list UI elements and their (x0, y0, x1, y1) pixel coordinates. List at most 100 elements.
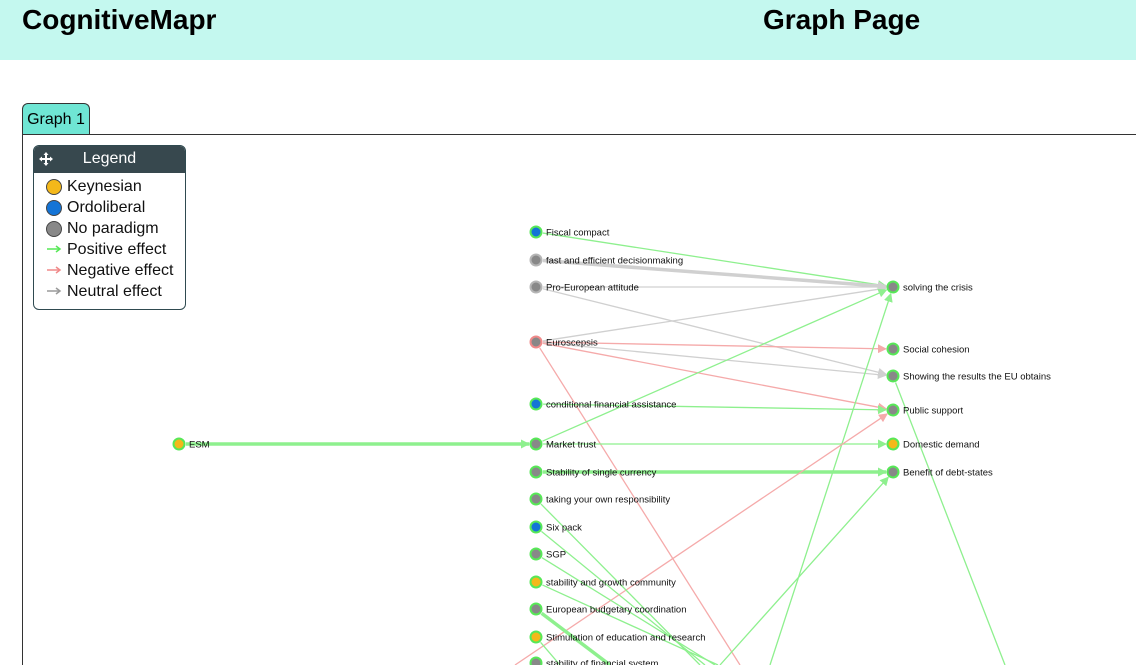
edge-eus-stc (542, 284, 887, 342)
node-label: Market trust (546, 440, 597, 451)
legend-item-keynesian: Keynesian (34, 176, 185, 197)
node-label: Pro-European attitude (546, 283, 639, 294)
legend-label: No paradigm (67, 220, 159, 237)
legend-item-no-paradigm: No paradigm (34, 218, 185, 239)
graph-node-sgc[interactable]: stability and growth community (529, 575, 677, 589)
graph-node-tyor[interactable]: taking your own responsibility (529, 492, 671, 506)
edge-cfa-ps (542, 403, 887, 415)
node-label: stability of financial system (546, 659, 659, 665)
graph-node-fed[interactable]: fast and efficient decisionmaking (529, 253, 684, 267)
edge-offscreen-ps (514, 413, 888, 665)
negative-arrow-icon (47, 266, 62, 274)
node-circle[interactable] (529, 397, 543, 411)
node-circle[interactable] (529, 253, 543, 267)
node-circle[interactable] (529, 225, 543, 239)
graph-node-eus[interactable]: Euroscepsis (529, 335, 598, 349)
edge-eus-sc (542, 341, 887, 354)
edge-eus-sreo (542, 342, 887, 380)
graph-node-sreo[interactable]: Showing the results the EU obtains (886, 369, 1052, 383)
node-label: Euroscepsis (546, 338, 598, 349)
legend-label: Negative effect (67, 262, 174, 279)
node-circle[interactable] (886, 280, 900, 294)
legend-label: Keynesian (67, 178, 142, 195)
node-circle[interactable] (529, 547, 543, 561)
node-label: European budgetary coordination (546, 605, 687, 616)
graph-node-stc[interactable]: solving the crisis (886, 280, 973, 294)
graph-node-bds[interactable]: Benefit of debt-states (886, 465, 994, 479)
edge-ser-offscreen (540, 641, 561, 665)
legend-label: Positive effect (67, 241, 167, 258)
graph-node-ser[interactable]: Stimulation of education and research (529, 630, 706, 644)
node-label: Six pack (546, 523, 582, 534)
node-circle[interactable] (529, 602, 543, 616)
edge-sgc-offscreen (542, 584, 719, 665)
graph-node-sc[interactable]: Social cohesion (886, 342, 970, 356)
tab-graph-1[interactable]: Graph 1 (22, 103, 90, 134)
node-circle[interactable] (886, 465, 900, 479)
app-header: CognitiveMapr Graph Page (0, 0, 1136, 60)
neutral-arrow-icon (47, 287, 62, 295)
edge-tyor-offscreen (540, 503, 701, 665)
node-circle[interactable] (529, 575, 543, 589)
node-circle[interactable] (529, 656, 543, 665)
node-circle[interactable] (529, 437, 543, 451)
page-title: Graph Page (763, 4, 921, 35)
edge-fc-stc (542, 232, 887, 290)
node-circle[interactable] (529, 630, 543, 644)
graph-panel (22, 134, 1136, 665)
node-circle[interactable] (529, 465, 543, 479)
node-circle[interactable] (529, 280, 543, 294)
node-circle[interactable] (529, 520, 543, 534)
app-title: CognitiveMapr (22, 4, 217, 35)
edge-sgp-offscreen (541, 557, 716, 665)
node-circle[interactable] (172, 437, 186, 451)
node-circle[interactable] (529, 492, 543, 506)
node-circle[interactable] (886, 342, 900, 356)
graph-node-sgp[interactable]: SGP (529, 547, 567, 561)
keynesian-dot-icon (45, 178, 63, 195)
legend-item-ordoliberal: Ordoliberal (34, 197, 185, 218)
graph-node-ssc[interactable]: Stability of single currency (529, 465, 657, 479)
node-label: ESM (189, 440, 210, 451)
edge-eus-ps (542, 342, 888, 412)
edge-layer (186, 232, 1006, 665)
node-label: Stimulation of education and research (546, 633, 706, 644)
graph-node-cfa[interactable]: conditional financial assistance (529, 397, 677, 411)
edge-sp-offscreen (541, 530, 706, 665)
node-label: solving the crisis (903, 283, 973, 294)
graph-node-pea[interactable]: Pro-European attitude (529, 280, 639, 294)
legend-panel[interactable]: Legend Keynesian Ordoliberal No paradigm… (33, 145, 186, 310)
legend-label: Ordoliberal (67, 199, 146, 216)
graph-node-dd[interactable]: Domestic demand (886, 437, 980, 451)
graph-node-sfs[interactable]: stability of financial system (529, 656, 659, 665)
legend-item-negative-effect: Negative effect (34, 260, 185, 281)
graph-node-esm[interactable]: ESM (172, 437, 210, 451)
node-label: stability and growth community (546, 578, 676, 589)
node-circle[interactable] (886, 403, 900, 417)
edge-ebc-offscreen (540, 611, 612, 665)
positive-arrow-icon (47, 245, 62, 253)
node-label: Showing the results the EU obtains (903, 372, 1051, 383)
edge-fed-stc (542, 258, 887, 291)
node-label: Domestic demand (903, 440, 980, 451)
edge-mt-stc (542, 288, 888, 442)
graph-node-fc[interactable]: Fiscal compact (529, 225, 610, 239)
graph-node-sp[interactable]: Six pack (529, 520, 583, 534)
node-label: fast and efficient decisionmaking (546, 256, 683, 267)
node-circle[interactable] (529, 335, 543, 349)
edge-eus-offscreen (539, 347, 741, 665)
graph-node-ps[interactable]: Public support (886, 403, 964, 417)
node-label: Fiscal compact (546, 228, 610, 239)
node-label: Benefit of debt-states (903, 468, 993, 479)
graph-node-ebc[interactable]: European budgetary coordination (529, 602, 687, 616)
legend-item-neutral-effect: Neutral effect (34, 281, 185, 302)
graph-node-mt[interactable]: Market trust (529, 437, 597, 451)
ordoliberal-dot-icon (45, 199, 63, 216)
no-paradigm-dot-icon (45, 220, 63, 237)
legend-header[interactable]: Legend (34, 146, 185, 173)
node-circle[interactable] (886, 437, 900, 451)
move-icon[interactable] (38, 151, 54, 167)
node-circle[interactable] (886, 369, 900, 383)
node-layer: ESM Fiscal compact fast and efficient deci… (172, 225, 1052, 665)
